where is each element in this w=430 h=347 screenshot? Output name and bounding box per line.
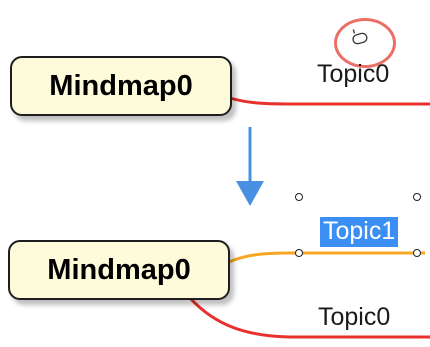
selection-handle-top-left[interactable] <box>295 193 303 201</box>
cursor-highlight-ring <box>334 18 396 68</box>
selection-handle-top-right[interactable] <box>413 193 421 201</box>
selection-handle-bottom-left[interactable] <box>295 249 303 257</box>
root-node-mindmap0-before[interactable]: Mindmap0 <box>10 56 232 116</box>
root-node-mindmap0-after[interactable]: Mindmap0 <box>8 240 230 300</box>
root-node-label: Mindmap0 <box>47 253 191 286</box>
root-node-label: Mindmap0 <box>49 69 193 102</box>
branch-line-topic1 <box>228 251 425 264</box>
topic1-label-selected[interactable]: Topic1 <box>320 217 399 247</box>
branch-line-topic0-bottom <box>188 296 430 339</box>
branch-line-topic0-top <box>229 96 430 106</box>
down-arrow-icon <box>236 127 264 206</box>
selection-handle-bottom-right[interactable] <box>413 249 421 257</box>
topic0-label-after[interactable]: Topic0 <box>318 303 391 331</box>
topic0-label-before[interactable]: Topic0 <box>317 60 390 88</box>
